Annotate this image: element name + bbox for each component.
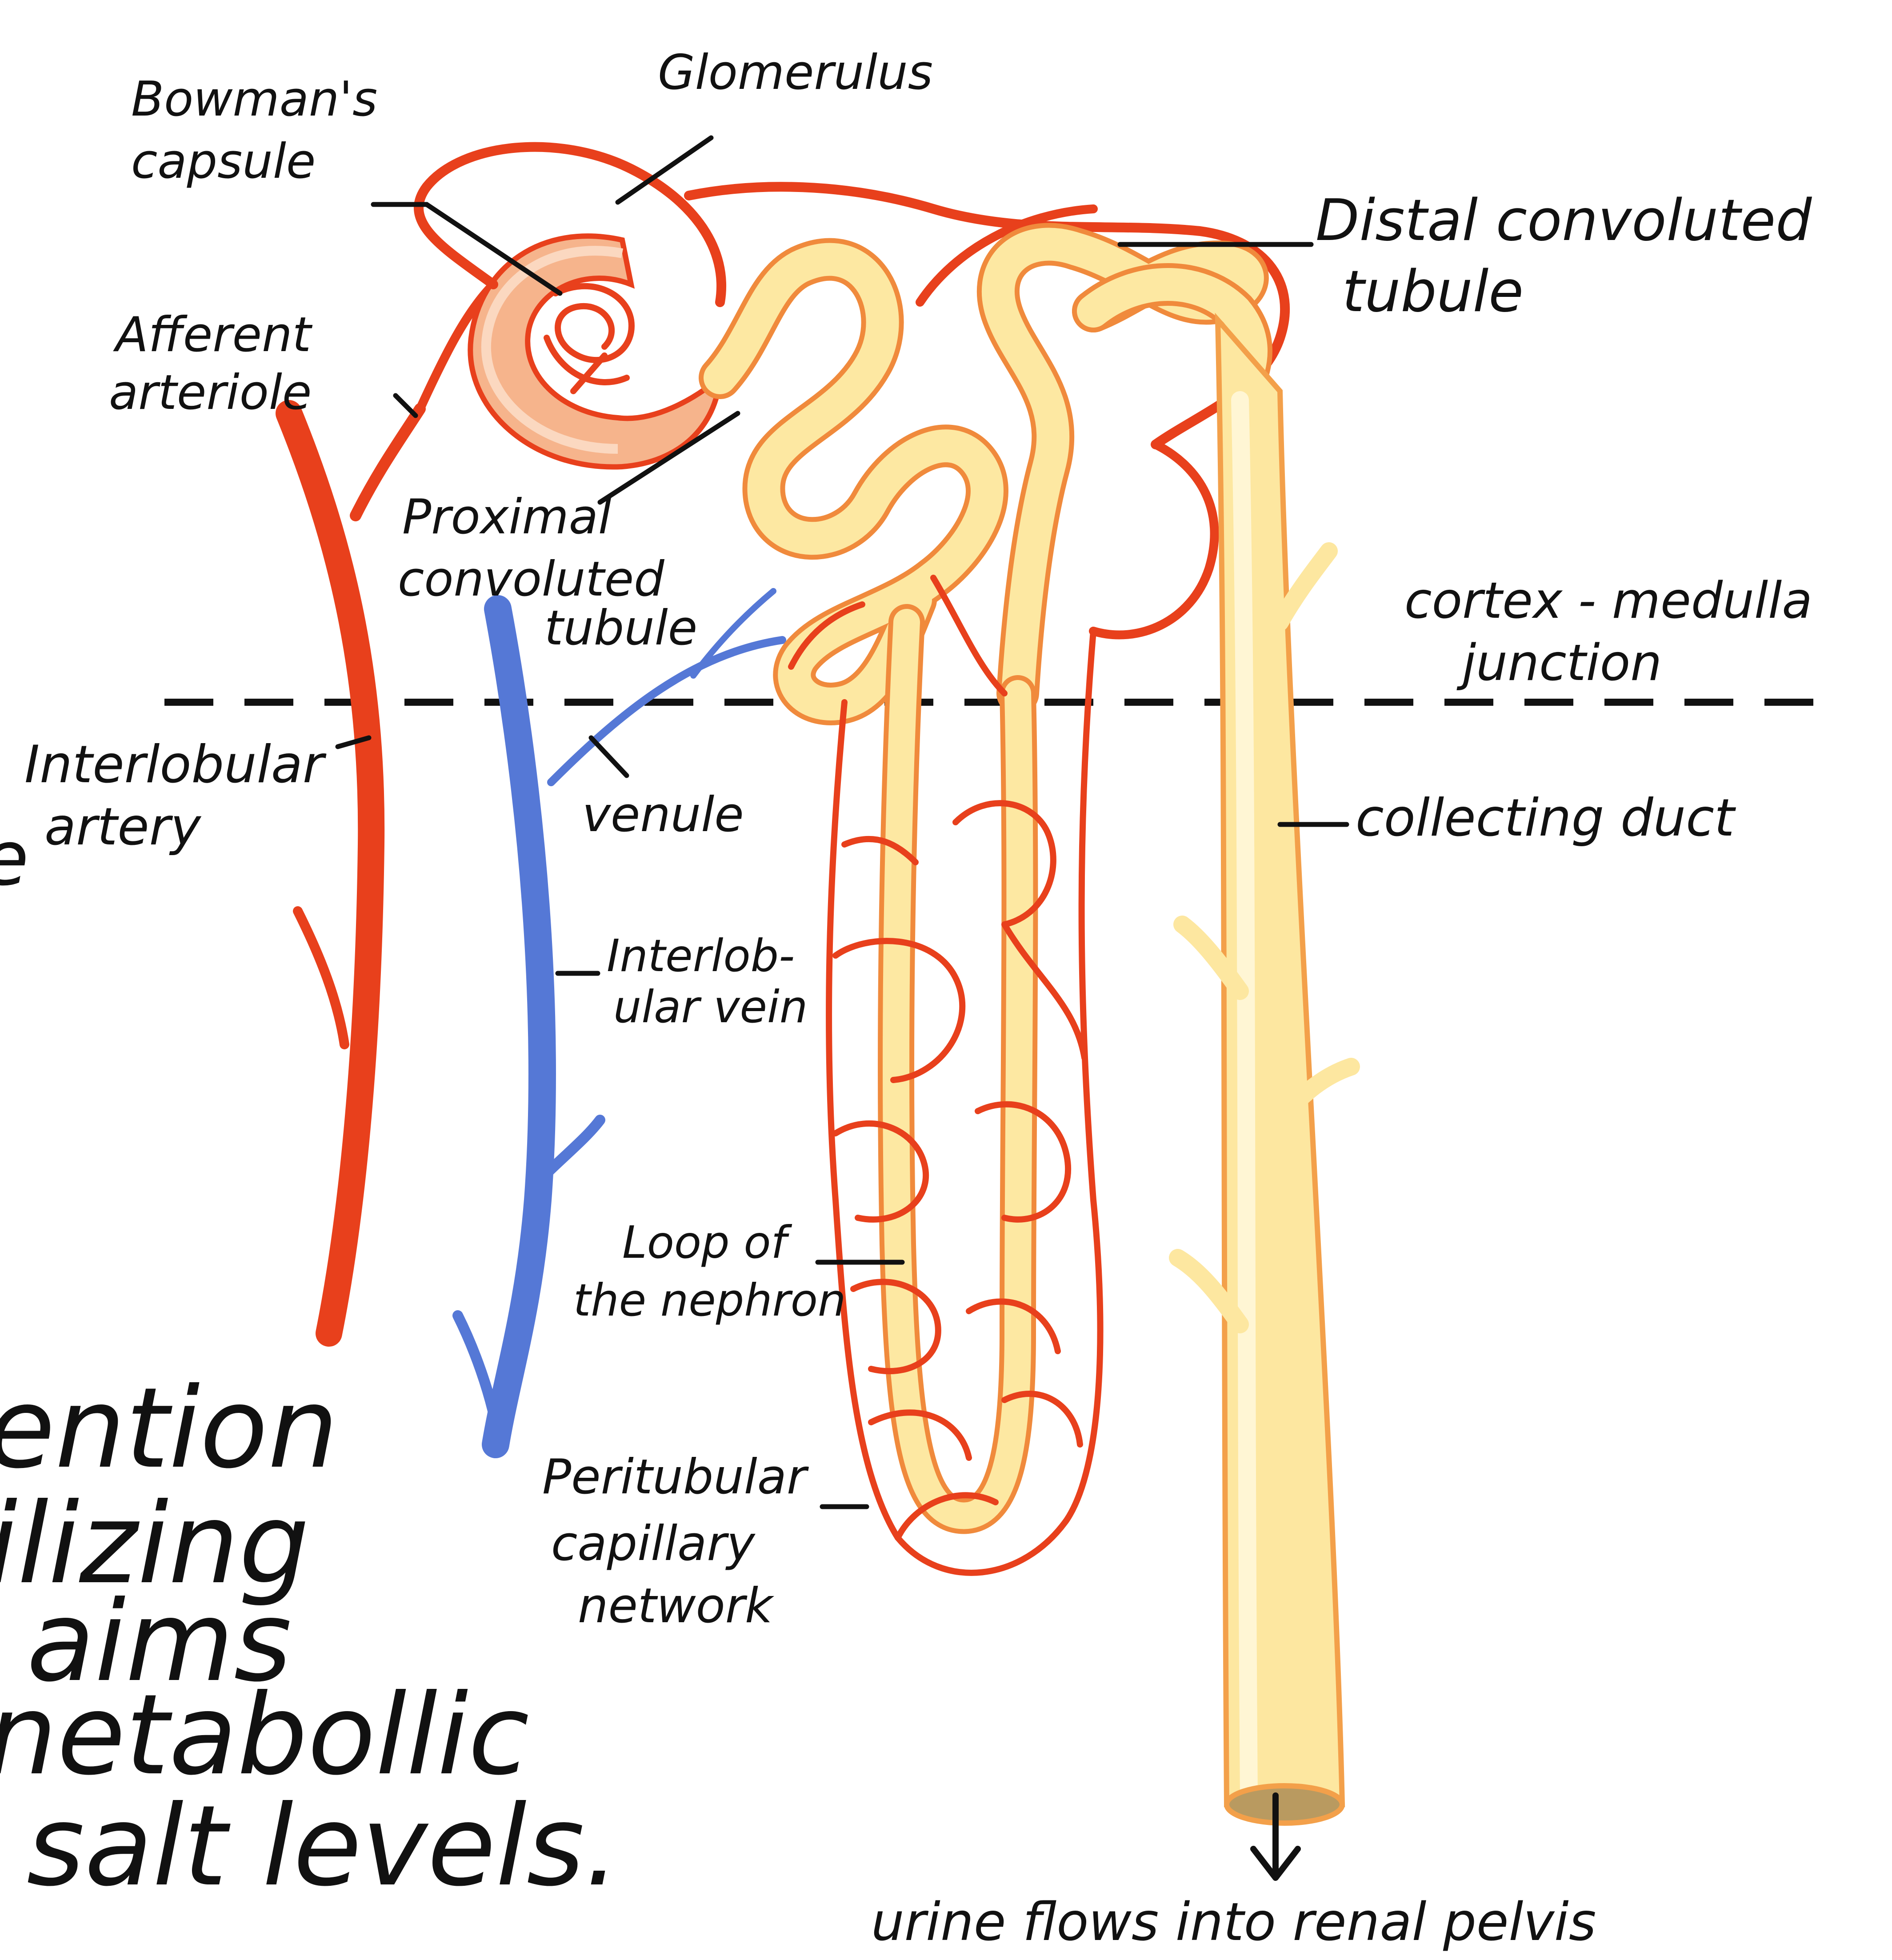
label-collecting-duct: collecting duct bbox=[1356, 788, 1736, 848]
handwritten-notes: ention ilizing aims netabollic salt leve… bbox=[0, 1364, 620, 1911]
label-urine-flow: urine flows into renal pelvis bbox=[871, 1891, 1596, 1952]
note-cut-letter: e bbox=[0, 815, 29, 903]
glomerulus-shape bbox=[547, 286, 632, 391]
peritubular-capillary-network-shape bbox=[791, 578, 1100, 1573]
label-venule: venule bbox=[582, 787, 744, 843]
label-interlobular-artery: Interlobular artery bbox=[24, 735, 340, 857]
loop-of-the-nephron-shape bbox=[896, 622, 1020, 1516]
label-interlobular-vein: Interlob- ular vein bbox=[607, 930, 809, 1033]
interlobular-artery-vessel bbox=[289, 284, 493, 1333]
proximal-convoluted-tubule-shape bbox=[720, 260, 987, 704]
collecting-duct-shape bbox=[1178, 320, 1351, 1823]
label-proximal-convoluted-tubule: Proximal convoluted tubule bbox=[398, 489, 697, 656]
note-line-4: netabollic bbox=[0, 1670, 529, 1800]
label-peritubular-capillary-network: Peritubular capillary network bbox=[542, 1449, 822, 1634]
bowmans-capsule-shape bbox=[470, 236, 720, 467]
label-cortex-medulla-junction: cortex - medulla junction bbox=[1404, 572, 1828, 692]
label-bowmans-capsule: Bowman's capsule bbox=[131, 72, 393, 189]
label-glomerulus: Glomerulus bbox=[658, 45, 933, 100]
distal-convoluted-tubule-shape bbox=[998, 244, 1251, 693]
note-line-1: ention bbox=[0, 1364, 338, 1493]
label-loop-of-the-nephron: Loop of the nephron bbox=[573, 1216, 846, 1326]
label-afferent-arteriole: Afferent arteriole bbox=[109, 307, 326, 420]
label-distal-convoluted-tubule: Distal convoluted tubule bbox=[1316, 188, 1830, 325]
note-line-5: salt levels. bbox=[27, 1781, 620, 1911]
